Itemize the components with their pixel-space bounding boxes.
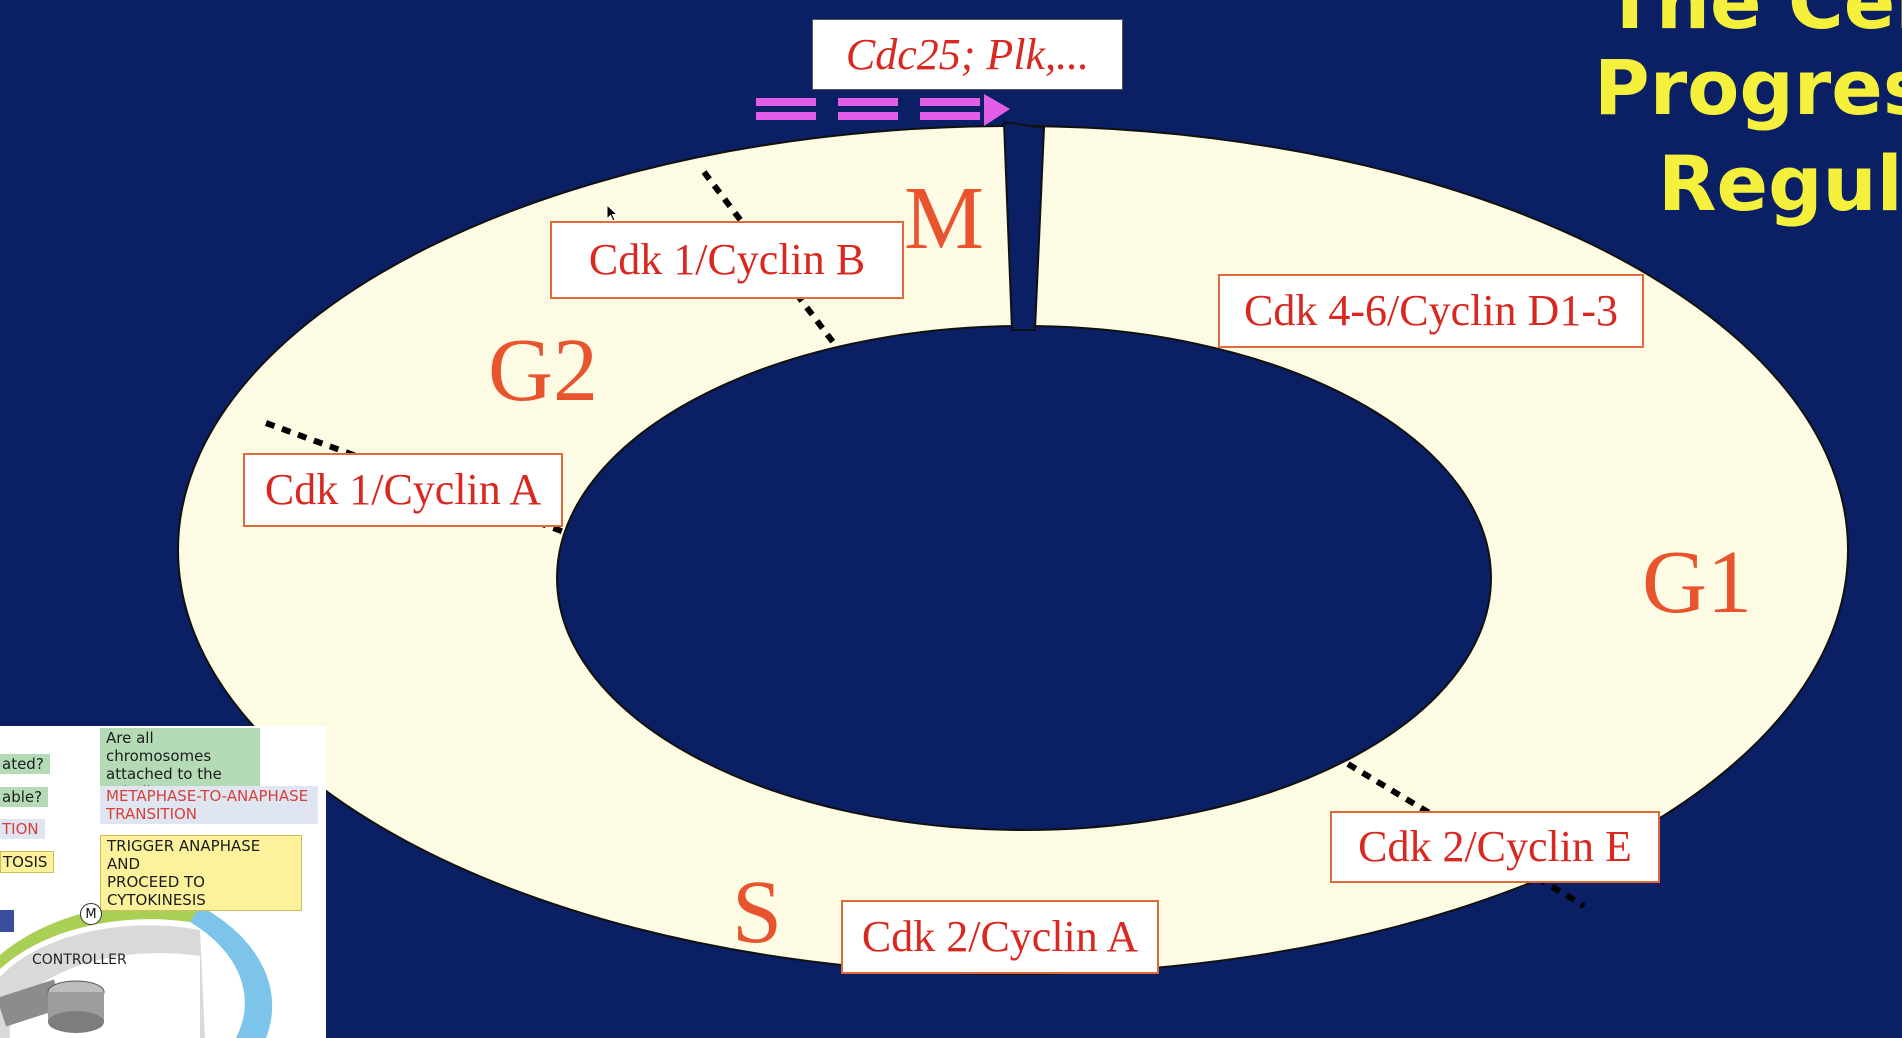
- label-cdk1-cyclin-b: Cdk 1/Cyclin B: [550, 221, 904, 299]
- phase-m: M: [904, 169, 985, 268]
- inset-figure: Are all chromosomes attached to the spin…: [0, 726, 326, 1038]
- title-line-1: The Cell: [1604, 0, 1902, 46]
- label-cdk1-cyclin-a: Cdk 1/Cyclin A: [243, 453, 563, 527]
- title-line-2: Progress: [1594, 43, 1902, 132]
- inset-edge-marker: [0, 910, 14, 932]
- inset-m-marker: M: [80, 903, 102, 925]
- phase-g2: G2: [488, 321, 598, 420]
- inset-trigger: TRIGGER ANAPHASE AND PROCEED TO CYTOKINE…: [100, 835, 302, 911]
- phase-s: S: [732, 863, 783, 962]
- label-cdk2-cyclin-e: Cdk 2/Cyclin E: [1330, 811, 1660, 883]
- label-cdk2-cyclin-a: Cdk 2/Cyclin A: [841, 900, 1159, 974]
- inset-fragment-1: ated?: [0, 754, 50, 774]
- controller-knob: [0, 979, 105, 1033]
- inset-fragment-2: able?: [0, 787, 49, 807]
- label-cdk46-cyclin-d: Cdk 4-6/Cyclin D1-3: [1218, 274, 1644, 348]
- phase-g1: G1: [1642, 533, 1752, 632]
- inset-controller-label: CONTROLLER: [32, 952, 127, 968]
- inset-transition: METAPHASE-TO-ANAPHASE TRANSITION: [100, 786, 318, 824]
- enzymes-label: Cdc25; Plk,...: [812, 19, 1123, 90]
- title-line-3: Regula: [1658, 139, 1902, 228]
- ring-gap: [1002, 120, 1046, 331]
- inset-fragment-3: TION: [0, 819, 45, 839]
- inset-fragment-4: TOSIS: [0, 851, 55, 873]
- regulation-arrow: [756, 94, 1010, 126]
- inset-cycle-arc-blue: [190, 906, 273, 1038]
- mouse-cursor-icon: [606, 204, 618, 222]
